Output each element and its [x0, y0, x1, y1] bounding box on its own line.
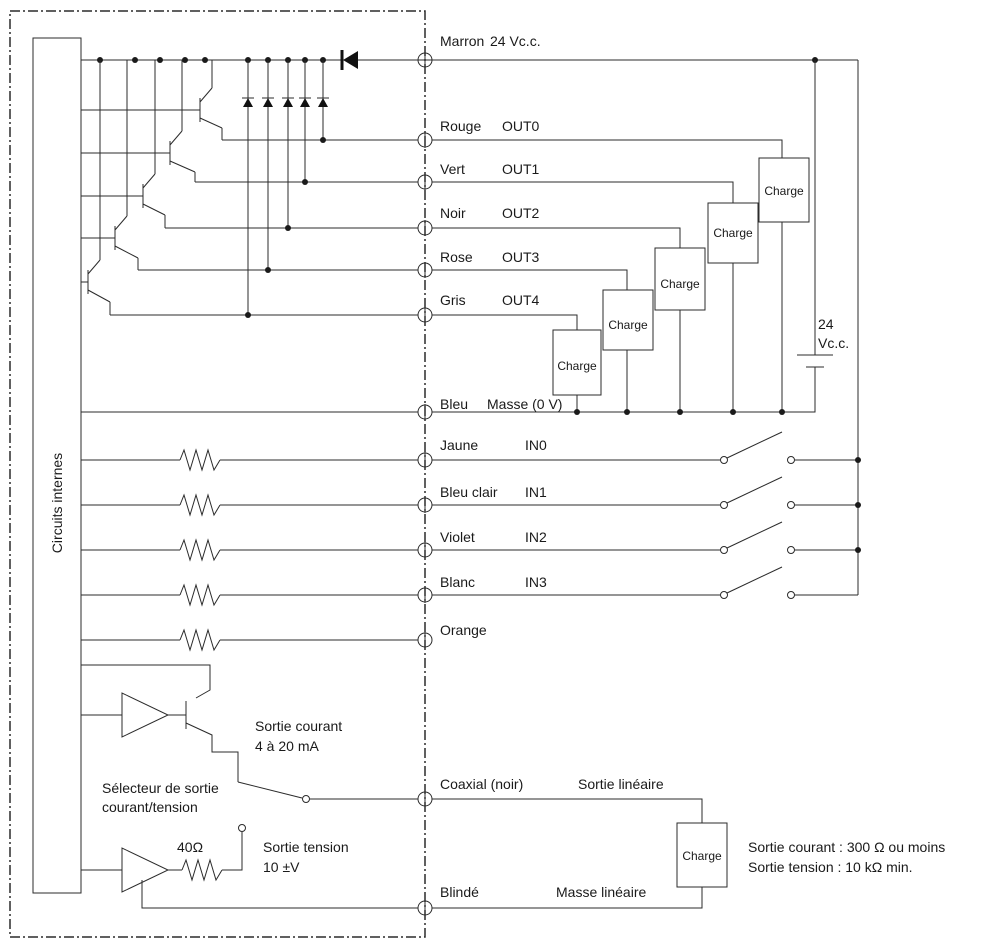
terminal-bleu-color: Bleu	[440, 396, 468, 412]
internal-circuits-block	[32, 37, 82, 894]
terminal-marron-signal: 24 Vc.c.	[490, 33, 541, 49]
terminal-violet-color: Violet	[440, 529, 475, 545]
resistor-value-label: 40Ω	[177, 839, 203, 855]
load-out3	[602, 289, 654, 351]
terminal-violet-signal: IN2	[525, 529, 547, 545]
terminal-bleu-clair-signal: IN1	[525, 484, 547, 500]
terminal-orange-color: Orange	[440, 622, 487, 638]
load-out4	[552, 329, 602, 396]
load-out3-label: Charge	[608, 318, 648, 332]
terminal-marron-color: Marron	[440, 33, 484, 49]
terminal-noir-signal: OUT2	[502, 205, 540, 221]
unit-boundary	[9, 10, 426, 938]
clamp-diodes	[242, 60, 329, 315]
terminal-gris-signal: OUT4	[502, 292, 540, 308]
load-out0	[758, 157, 810, 223]
terminal-rose-color: Rose	[440, 249, 473, 265]
load-note-line2: Sortie tension : 10 kΩ min.	[748, 859, 913, 875]
output-transistors	[81, 60, 418, 318]
terminal-labels: Marron 24 Vc.c. Rouge OUT0 Vert OUT1 Noi…	[440, 33, 664, 900]
supply-voltage-line1: 24	[818, 316, 834, 332]
input-resistors	[81, 448, 418, 652]
load-out4-label: Charge	[557, 359, 597, 373]
terminal-blinde-signal: Masse linéaire	[556, 884, 646, 900]
internal-circuits-label: Circuits internes	[49, 453, 65, 553]
terminal-blanc-color: Blanc	[440, 574, 475, 590]
analog-load-label: Charge	[682, 849, 722, 863]
output-load-wiring	[432, 139, 810, 415]
load-out1-label: Charge	[713, 226, 753, 240]
terminal-jaune-signal: IN0	[525, 437, 547, 453]
terminal-bleu-signal: Masse (0 V)	[487, 396, 562, 412]
load-out1	[707, 202, 759, 264]
supply-voltage-line2: Vc.c.	[818, 335, 849, 351]
dc-supply: 24 Vc.c.	[797, 60, 849, 413]
terminal-vert-color: Vert	[440, 161, 465, 177]
current-output-label-2: 4 à 20 mA	[255, 738, 319, 754]
load-note-line1: Sortie courant : 300 Ω ou moins	[748, 839, 945, 855]
load-out0-label: Charge	[764, 184, 804, 198]
selector-label-1: Sélecteur de sortie	[102, 780, 219, 796]
load-out2-label: Charge	[660, 277, 700, 291]
terminal-gris-color: Gris	[440, 292, 466, 308]
terminal-jaune-color: Jaune	[440, 437, 478, 453]
supply-rail	[81, 50, 858, 70]
load-out2	[654, 247, 706, 311]
terminal-blinde-color: Blindé	[440, 884, 479, 900]
voltage-output-label-2: 10 ±V	[263, 859, 300, 875]
terminal-rose-signal: OUT3	[502, 249, 540, 265]
terminal-noir-color: Noir	[440, 205, 466, 221]
voltage-output-label-1: Sortie tension	[263, 839, 349, 855]
analog-labels: Sortie courant 4 à 20 mA Sélecteur de so…	[102, 718, 945, 875]
current-output-label-1: Sortie courant	[255, 718, 342, 734]
terminal-coaxial-color: Coaxial (noir)	[440, 776, 523, 792]
analog-output-circuit	[81, 664, 418, 909]
load-boxes: Charge Charge Charge Charge Charge	[552, 157, 810, 396]
terminal-blanc-signal: IN3	[525, 574, 547, 590]
terminal-coaxial-signal: Sortie linéaire	[578, 776, 664, 792]
terminal-vert-signal: OUT1	[502, 161, 540, 177]
terminal-rouge-color: Rouge	[440, 118, 481, 134]
selector-label-2: courant/tension	[102, 799, 198, 815]
terminal-rouge-signal: OUT0	[502, 118, 540, 134]
terminal-bleu-clair-color: Bleu clair	[440, 484, 498, 500]
input-switches	[432, 60, 861, 599]
analog-load-wiring: Charge	[432, 798, 728, 909]
